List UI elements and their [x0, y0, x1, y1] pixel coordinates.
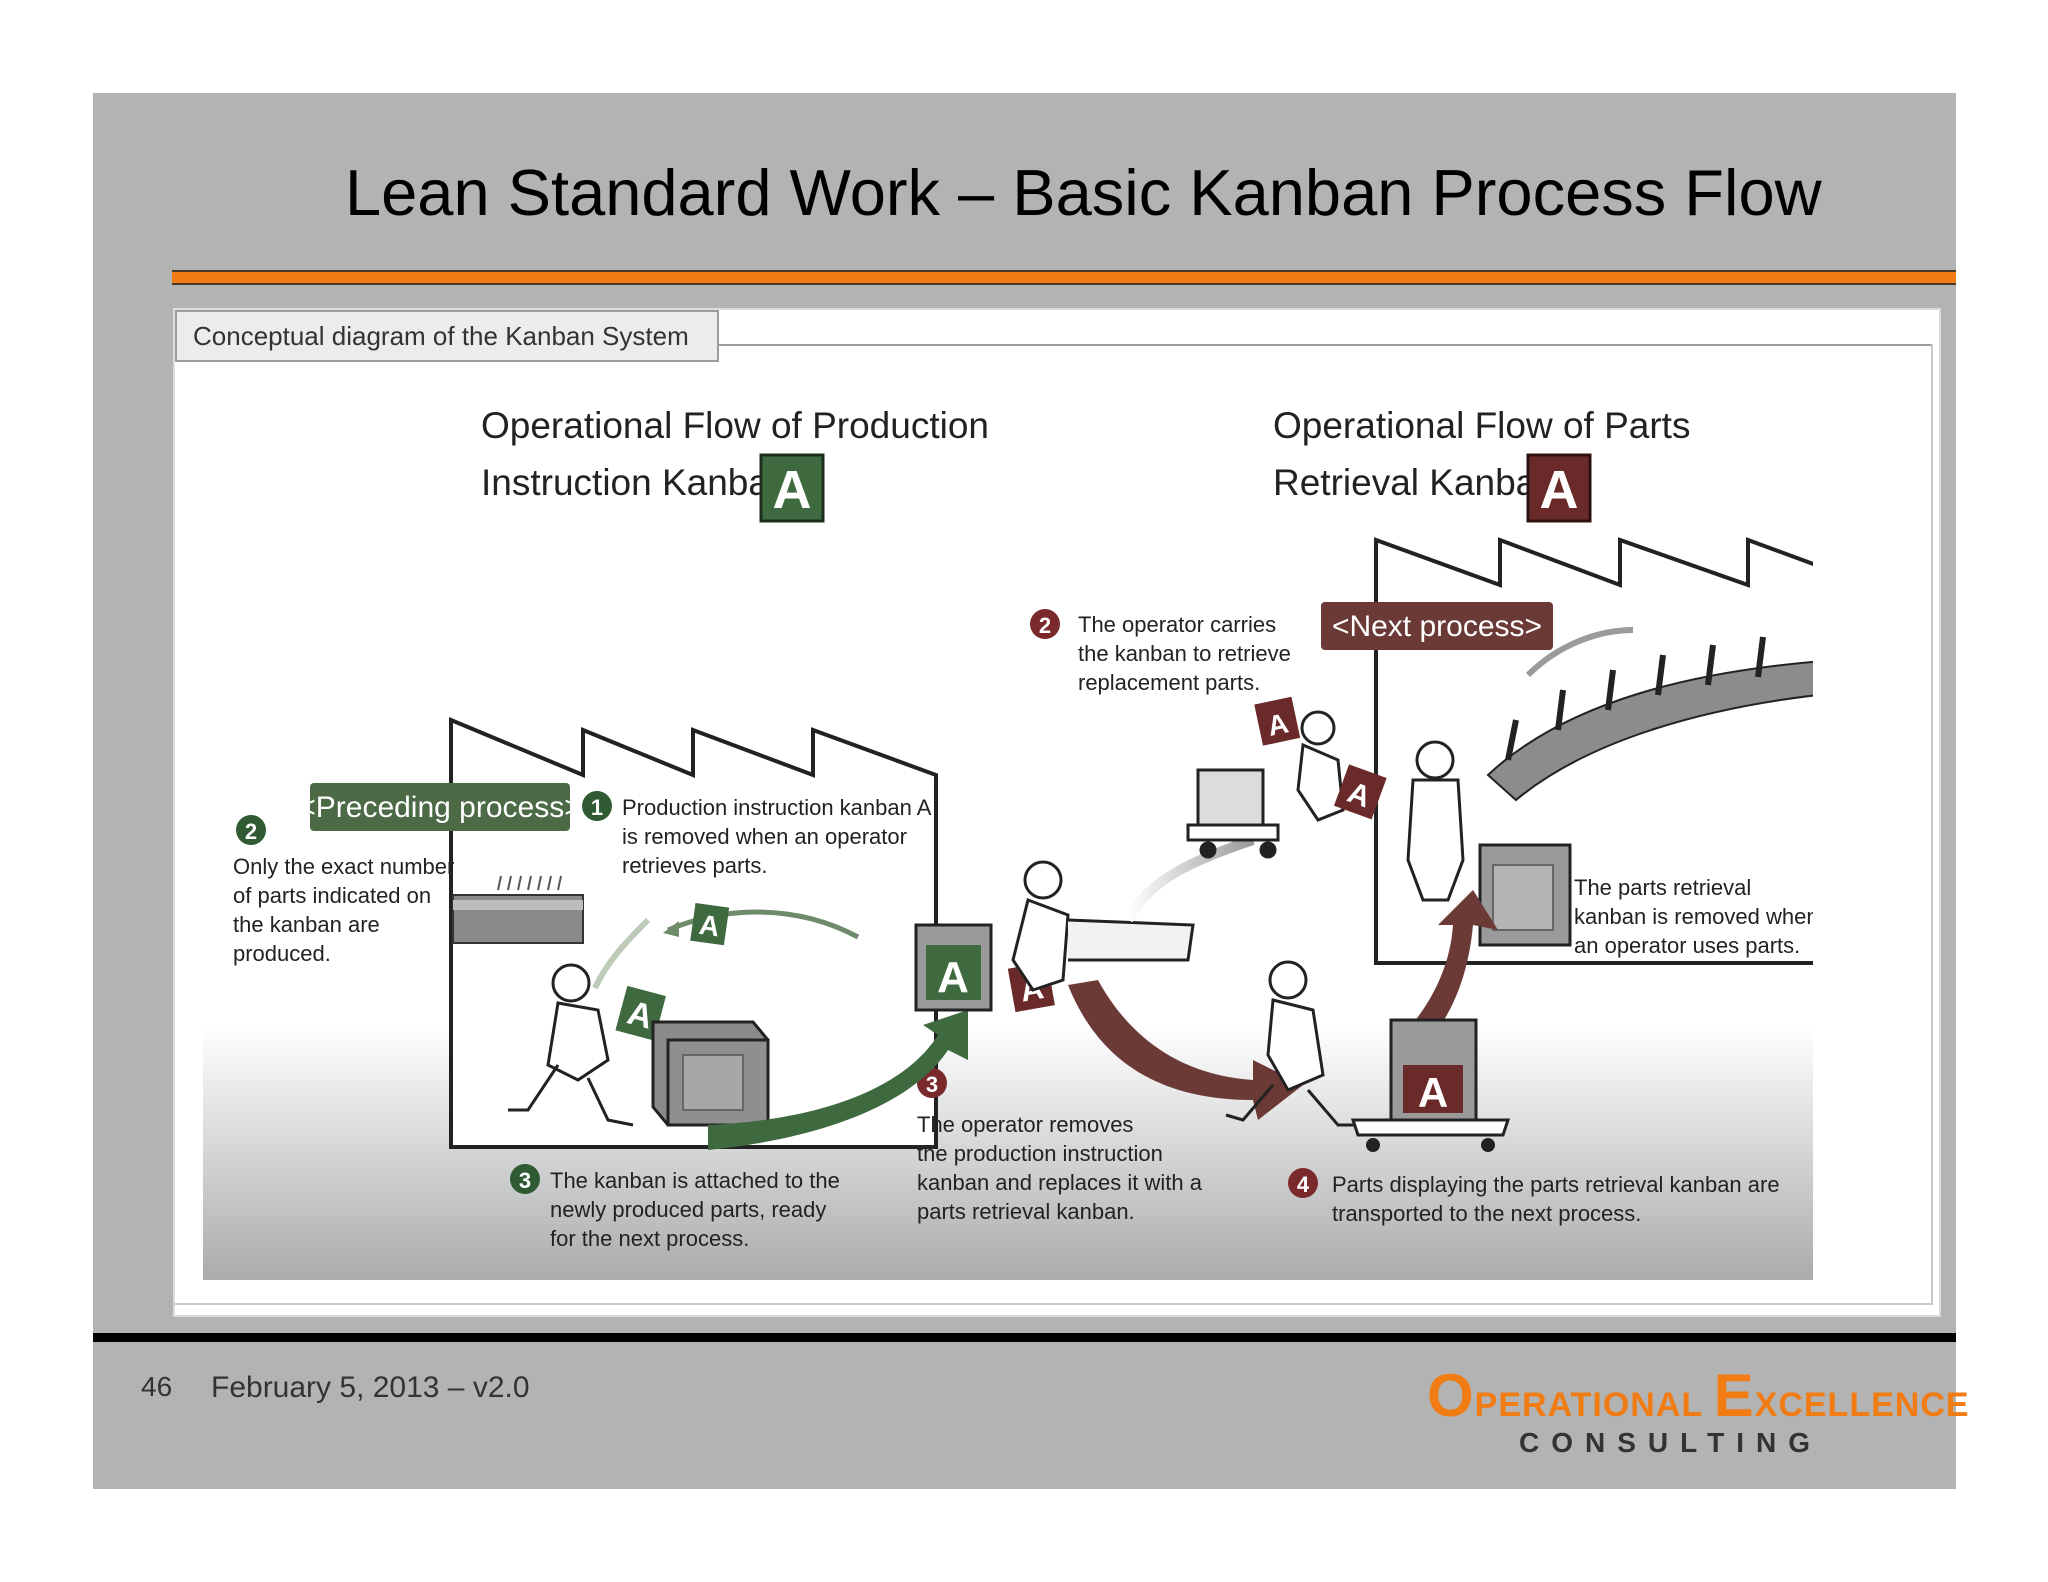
left-gray-return-arrow	[592, 917, 651, 990]
svg-text:<Next process>: <Next process>	[1332, 610, 1542, 643]
operator-figure-left	[508, 963, 634, 1127]
conveyor-arrow	[1525, 627, 1634, 678]
operator-figure-right	[1406, 740, 1465, 902]
svg-text:1: 1	[591, 795, 603, 820]
left-heading-line1: Operational Flow of Production	[481, 405, 989, 446]
left-step3-badge: 3	[510, 1164, 540, 1194]
left-kanban-letter: A	[773, 460, 812, 520]
right-step1-line1: The parts retrieval	[1574, 875, 1751, 900]
cart-bottom: A	[1350, 1018, 1511, 1152]
right-step3-line3: kanban and replaces it with a	[917, 1170, 1203, 1195]
right-step4-line2: transported to the next process.	[1332, 1201, 1641, 1226]
left-step3-line2: newly produced parts, ready	[550, 1197, 826, 1222]
right-step1-line2: kanban is removed when	[1574, 904, 1813, 929]
right-step2-line1: The operator carries	[1078, 612, 1276, 637]
svg-text:2: 2	[245, 819, 257, 844]
page-number: 46	[141, 1371, 173, 1402]
left-step2-line3: the kanban are	[233, 912, 380, 937]
company-logo: OPERATIONAL EXCELLENCE CONSULTING	[1411, 1361, 1969, 1461]
right-step3-line1: The operator removes	[917, 1112, 1133, 1137]
right-step2-badge: 2	[1030, 609, 1060, 639]
svg-text:4: 4	[1297, 1172, 1310, 1197]
conveyor-line	[1486, 636, 1813, 802]
svg-text:<Preceding process>: <Preceding process>	[298, 791, 582, 824]
svg-text:A: A	[1418, 1069, 1448, 1116]
panel-top-border	[719, 344, 1932, 346]
kanban-card-small-1: A	[690, 902, 730, 946]
logo-subtitle: CONSULTING	[1519, 1427, 1823, 1458]
left-step2-line1: Only the exact number	[233, 854, 454, 879]
svg-text:3: 3	[519, 1168, 531, 1193]
left-step1-line1: Production instruction kanban A	[622, 795, 932, 820]
parts-box-center: A	[914, 923, 993, 1012]
maroon-upward-arrow	[1398, 890, 1498, 1060]
preceding-process-label: <Preceding process>	[298, 783, 582, 831]
svg-text:A: A	[937, 953, 969, 1002]
right-step3-line2: the production instruction	[917, 1141, 1163, 1166]
production-machine	[452, 875, 584, 944]
left-step2-badge: 2	[236, 815, 266, 845]
footer-rule	[93, 1333, 1956, 1342]
title-underline	[172, 270, 1956, 285]
panel-right-border	[1931, 344, 1933, 1304]
left-step1-badge: 1	[582, 791, 612, 821]
kanban-card-upper: A	[1254, 696, 1301, 746]
panel-tab-label: Conceptual diagram of the Kanban System	[175, 310, 719, 362]
right-heading-line1: Operational Flow of Parts	[1273, 405, 1690, 446]
svg-text:2: 2	[1039, 613, 1051, 638]
right-step1-line3: an operator uses parts.	[1574, 933, 1800, 958]
left-heading-line2: Instruction Kanban	[481, 462, 790, 503]
right-kanban-badge: A	[1526, 453, 1592, 523]
svg-text:A: A	[697, 909, 721, 943]
center-gray-arrow	[1123, 835, 1255, 923]
right-step4-line1: Parts displaying the parts retrieval kan…	[1332, 1172, 1780, 1197]
operator-figure-center	[1011, 860, 1195, 992]
right-step2-line3: replacement parts.	[1078, 670, 1260, 695]
left-gray-loop-arrow-head	[663, 921, 679, 937]
next-process-label: <Next process>	[1321, 602, 1553, 650]
logo-wordmark: OPERATIONAL EXCELLENCE	[1427, 1362, 1970, 1429]
right-kanban-letter: A	[1540, 460, 1579, 520]
right-step4-badge: 4	[1288, 1168, 1318, 1198]
left-kanban-badge: A	[759, 453, 825, 523]
right-step3-line4: parts retrieval kanban.	[917, 1199, 1135, 1224]
operator-figure-bottom	[1225, 960, 1358, 1127]
left-green-arrow	[708, 1010, 968, 1150]
parts-box-right-factory	[1478, 843, 1572, 947]
left-gray-loop-arrow	[667, 909, 860, 940]
maroon-transport-arrow	[1068, 980, 1303, 1120]
left-step2-line2: of parts indicated on	[233, 883, 431, 908]
panel-bottom-border	[175, 1303, 1933, 1305]
kanban-diagram: Operational Flow of Production Instructi…	[203, 405, 1813, 1280]
left-step1-line3: retrieves parts.	[622, 853, 768, 878]
left-step3-line3: for the next process.	[550, 1226, 749, 1251]
cart-upper	[1186, 768, 1280, 859]
parts-box-left	[651, 1020, 770, 1127]
right-heading-line2: Retrieval Kanban	[1273, 462, 1557, 503]
date-version: February 5, 2013 – v2.0	[211, 1371, 530, 1404]
right-step2-line2: the kanban to retrieve	[1078, 641, 1291, 666]
kanban-card-right: A	[1333, 764, 1387, 820]
left-step1-line2: is removed when an operator	[622, 824, 907, 849]
svg-text:3: 3	[926, 1072, 938, 1097]
left-step3-line1: The kanban is attached to the	[550, 1168, 840, 1193]
slide-title: Lean Standard Work – Basic Kanban Proces…	[345, 156, 1822, 229]
operator-figure-upper	[1296, 710, 1345, 822]
left-step2-line4: produced.	[233, 941, 331, 966]
